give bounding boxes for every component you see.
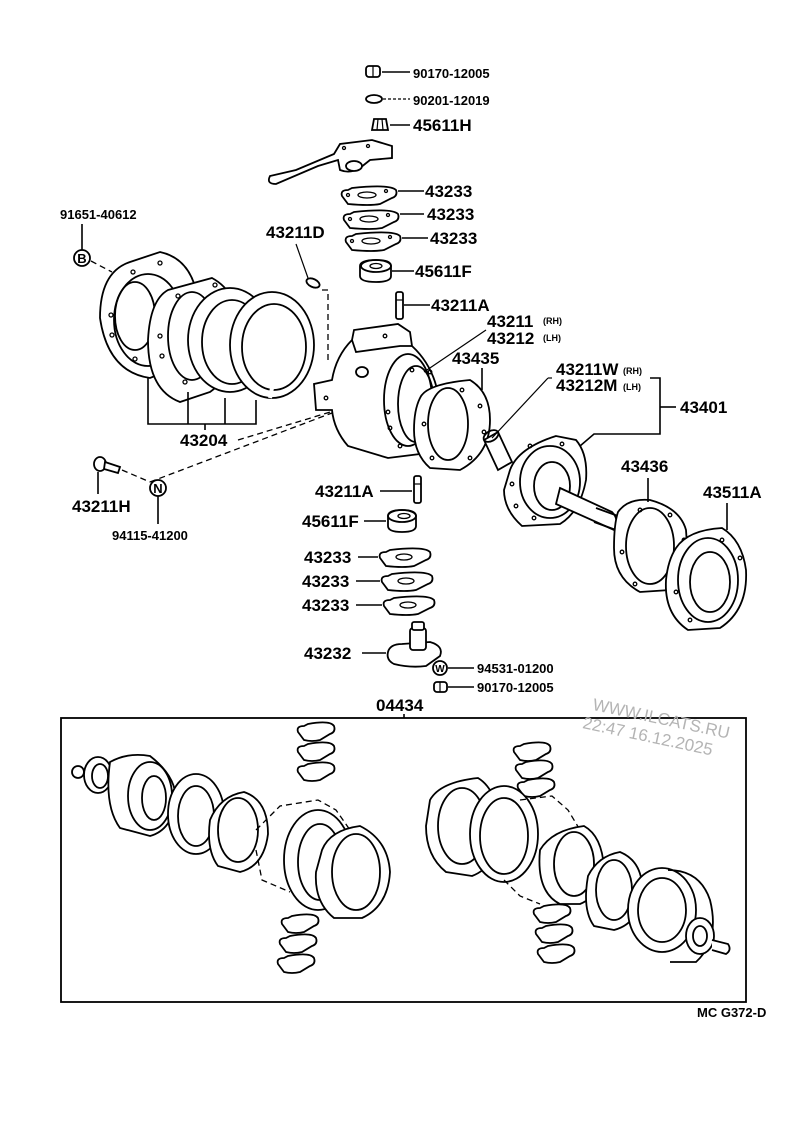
watermark: WWW.ILCATS.RU 22:47 16.12.2025 — [581, 695, 731, 759]
callout-94115-41200[interactable]: 94115-41200 — [112, 528, 188, 543]
shim-icon — [340, 185, 398, 206]
callout-43212[interactable]: 43212 — [487, 329, 534, 348]
callout-90170-12005[interactable]: 90170-12005 — [413, 66, 490, 81]
shim-icon — [380, 571, 434, 592]
leader-line — [491, 377, 549, 439]
pin-icon — [413, 475, 422, 504]
badge-b: B — [77, 251, 86, 266]
callout-90201-12019[interactable]: 90201-12019 — [413, 93, 490, 108]
bearing-icon — [387, 509, 417, 533]
callout-43211W[interactable]: 43211W — [556, 360, 619, 379]
spindle-icon — [503, 435, 622, 532]
split-ring-icon — [229, 291, 315, 399]
callout-43233-b3[interactable]: 43233 — [302, 596, 349, 615]
kit-shim-icon — [512, 741, 576, 964]
kit-box — [60, 717, 747, 1003]
callout-43211A-top[interactable]: 43211A — [431, 296, 490, 315]
dashed-guide — [322, 289, 329, 362]
callout-91651-40612[interactable]: 91651-40612 — [60, 207, 137, 222]
leader-line — [423, 329, 487, 373]
callout-45611F-top[interactable]: 45611F — [415, 262, 472, 281]
callout-43232[interactable]: 43232 — [304, 644, 351, 663]
badge-b-icon — [73, 249, 91, 267]
callout-43212M-side: (LH) — [623, 382, 641, 392]
dashed-guide — [149, 407, 346, 483]
gasket-icon — [413, 379, 491, 471]
callout-43233-b1[interactable]: 43233 — [304, 548, 351, 567]
callout-43233-2[interactable]: 43233 — [427, 205, 474, 224]
washer-icon — [365, 94, 383, 104]
shim-icon — [382, 595, 436, 616]
group-bracket — [579, 377, 661, 447]
dashed-guide — [90, 260, 113, 273]
callout-43435[interactable]: 43435 — [452, 349, 499, 368]
kit-seal-hub-icon — [627, 867, 731, 963]
bearing-cap-icon — [386, 621, 442, 668]
steering-arm-icon — [267, 139, 393, 185]
callout-43233-3[interactable]: 43233 — [430, 229, 477, 248]
kit-gasket-icon — [208, 791, 269, 873]
callout-43511A[interactable]: 43511A — [703, 483, 762, 502]
dashed-guide — [121, 469, 151, 483]
dust-seal-icon — [665, 527, 747, 631]
shim-icon — [378, 547, 432, 568]
callout-90170-12005-bottom[interactable]: 90170-12005 — [477, 680, 554, 695]
callout-43204[interactable]: 43204 — [180, 431, 228, 450]
callout-43211-side: (RH) — [543, 316, 562, 326]
nut-icon — [365, 65, 381, 78]
callout-43212-side: (LH) — [543, 333, 561, 343]
badge-n: N — [153, 481, 162, 496]
callout-43212M[interactable]: 43212M — [556, 376, 617, 395]
bolt-icon — [305, 277, 321, 289]
callout-43211A-bottom[interactable]: 43211A — [315, 482, 374, 501]
callout-43233-1[interactable]: 43233 — [425, 182, 472, 201]
callout-43436[interactable]: 43436 — [621, 457, 668, 476]
kit-gasket-icon — [469, 785, 539, 883]
bushing-icon — [482, 429, 514, 472]
badge-w-icon — [432, 660, 448, 676]
kit-hub-icon — [71, 753, 177, 837]
callout-45611H[interactable]: 45611H — [413, 116, 472, 135]
callout-45611F-bottom[interactable]: 45611F — [302, 512, 359, 531]
cone-washer-icon — [370, 118, 390, 131]
stud-bolt-icon — [93, 456, 122, 475]
bearing-icon — [359, 259, 392, 283]
badge-w: W — [435, 664, 445, 675]
pin-icon — [395, 291, 404, 320]
group-bracket — [147, 378, 257, 430]
callout-43211H[interactable]: 43211H — [72, 497, 131, 516]
shim-icon — [344, 231, 402, 252]
callout-43211D[interactable]: 43211D — [266, 223, 325, 242]
illustration-code: MC G372-D — [697, 1005, 766, 1020]
shim-icon — [342, 209, 400, 230]
callout-43211W-side: (RH) — [623, 366, 642, 376]
callout-43233-b2[interactable]: 43233 — [302, 572, 349, 591]
callout-94531-01200[interactable]: 94531-01200 — [477, 661, 554, 676]
leader-line — [295, 243, 309, 279]
nut-icon — [433, 681, 448, 693]
kit-flange-icon — [314, 825, 391, 919]
callout-43401[interactable]: 43401 — [680, 398, 727, 417]
callout-43211[interactable]: 43211 — [487, 312, 533, 331]
kit-shim-icon — [276, 721, 336, 974]
kit-label[interactable]: 04434 — [376, 696, 424, 715]
